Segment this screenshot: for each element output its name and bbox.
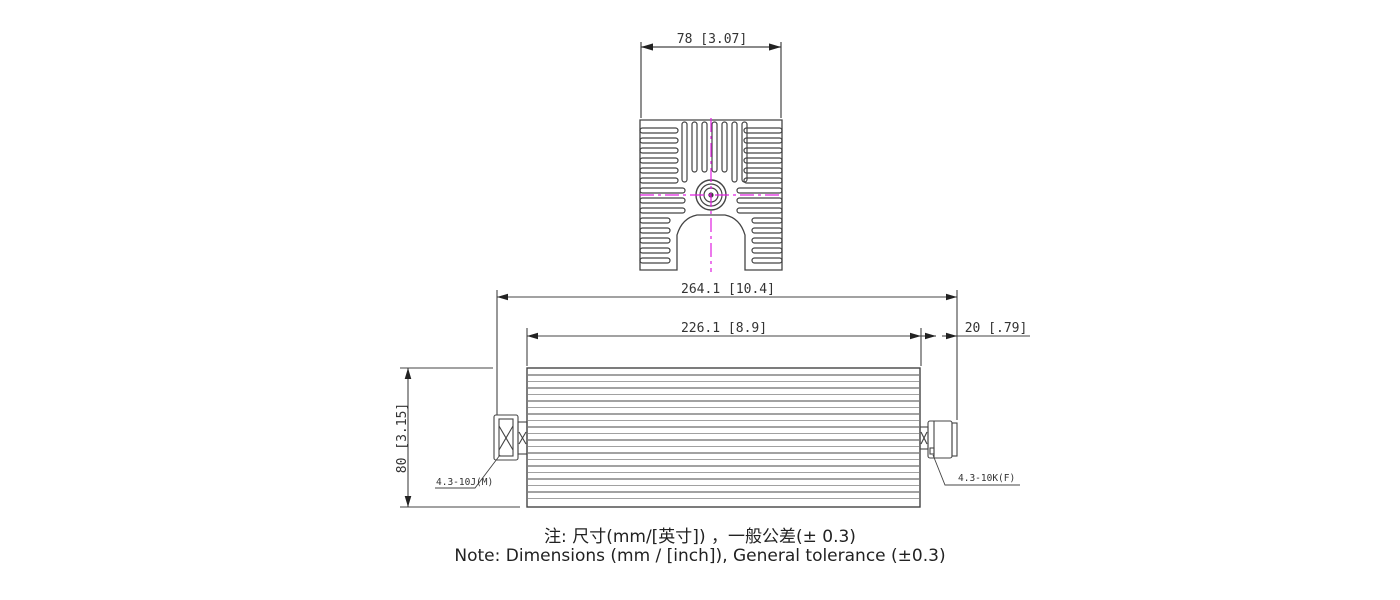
heatsink-fin-right bbox=[751, 227, 783, 234]
heatsink-fin-top bbox=[691, 121, 698, 173]
heatsink-fin-left bbox=[639, 167, 679, 174]
top-view bbox=[639, 42, 783, 272]
centerlines bbox=[640, 118, 782, 272]
left-connector-label: 4.3-10J(M) bbox=[436, 477, 493, 488]
heatsink-fin-left bbox=[639, 207, 686, 214]
heatsink-fin-left bbox=[639, 197, 686, 204]
left-connector-leader bbox=[435, 454, 501, 489]
heatsink-fin-right bbox=[743, 137, 783, 144]
heatsink-fin-left bbox=[639, 227, 671, 234]
right-connector bbox=[919, 420, 958, 459]
heatsink-fin-left bbox=[639, 257, 671, 264]
heatsink-fin-right bbox=[736, 197, 783, 204]
heatsink-fin-left bbox=[639, 147, 679, 154]
heatsink-fin-right bbox=[736, 207, 783, 214]
note-chinese: 注: 尺寸(mm/[英寸]) ，一般公差(± 0.3) bbox=[544, 527, 856, 547]
right-connector-leader bbox=[932, 454, 1020, 486]
heatsink-fin-right bbox=[751, 247, 783, 254]
body-length-label: 226.1 [8.9] bbox=[681, 321, 767, 336]
heatsink-fin-left bbox=[639, 177, 679, 184]
overall-length-label: 264.1 [10.4] bbox=[681, 282, 775, 297]
heatsink-fin-top bbox=[701, 121, 708, 173]
heatsink-fin-top bbox=[681, 121, 688, 183]
heatsink-fin-right bbox=[736, 187, 783, 194]
heatsink-end-profile bbox=[639, 119, 783, 271]
right-connector-label: 4.3-10K(F) bbox=[958, 473, 1015, 484]
heatsink-fin-top bbox=[741, 121, 748, 183]
left-connector bbox=[493, 414, 528, 461]
heatsink-fin-left bbox=[639, 187, 686, 194]
width-dimension-label: 78 [3.07] bbox=[677, 32, 747, 47]
heatsink-outline bbox=[639, 119, 783, 271]
connector-length-label: 20 [.79] bbox=[965, 321, 1028, 336]
heatsink-fin-right bbox=[743, 147, 783, 154]
heatsink-fin-left bbox=[639, 247, 671, 254]
heatsink-fin-top bbox=[731, 121, 738, 183]
side-view bbox=[400, 290, 1030, 508]
heatsink-fin-right bbox=[743, 177, 783, 184]
heatsink-fin-right bbox=[751, 217, 783, 224]
height-dimension-label: 80 [3.15] bbox=[395, 403, 410, 473]
heatsink-fin-right bbox=[743, 167, 783, 174]
heatsink-fin-top bbox=[721, 121, 728, 173]
body-fins bbox=[528, 374, 919, 499]
heatsink-fin-right bbox=[743, 157, 783, 164]
heatsink-fin-right bbox=[743, 127, 783, 134]
note-english: Note: Dimensions (mm / [inch]), General … bbox=[454, 546, 946, 566]
heatsink-fin-left bbox=[639, 237, 671, 244]
heatsink-fin-right bbox=[751, 257, 783, 264]
heatsink-fin-left bbox=[639, 217, 671, 224]
heatsink-fin-top bbox=[711, 121, 718, 173]
heatsink-fin-left bbox=[639, 137, 679, 144]
heatsink-fin-right bbox=[751, 237, 783, 244]
heatsink-fin-left bbox=[639, 127, 679, 134]
heatsink-fin-left bbox=[639, 157, 679, 164]
attenuator-body bbox=[526, 367, 921, 508]
